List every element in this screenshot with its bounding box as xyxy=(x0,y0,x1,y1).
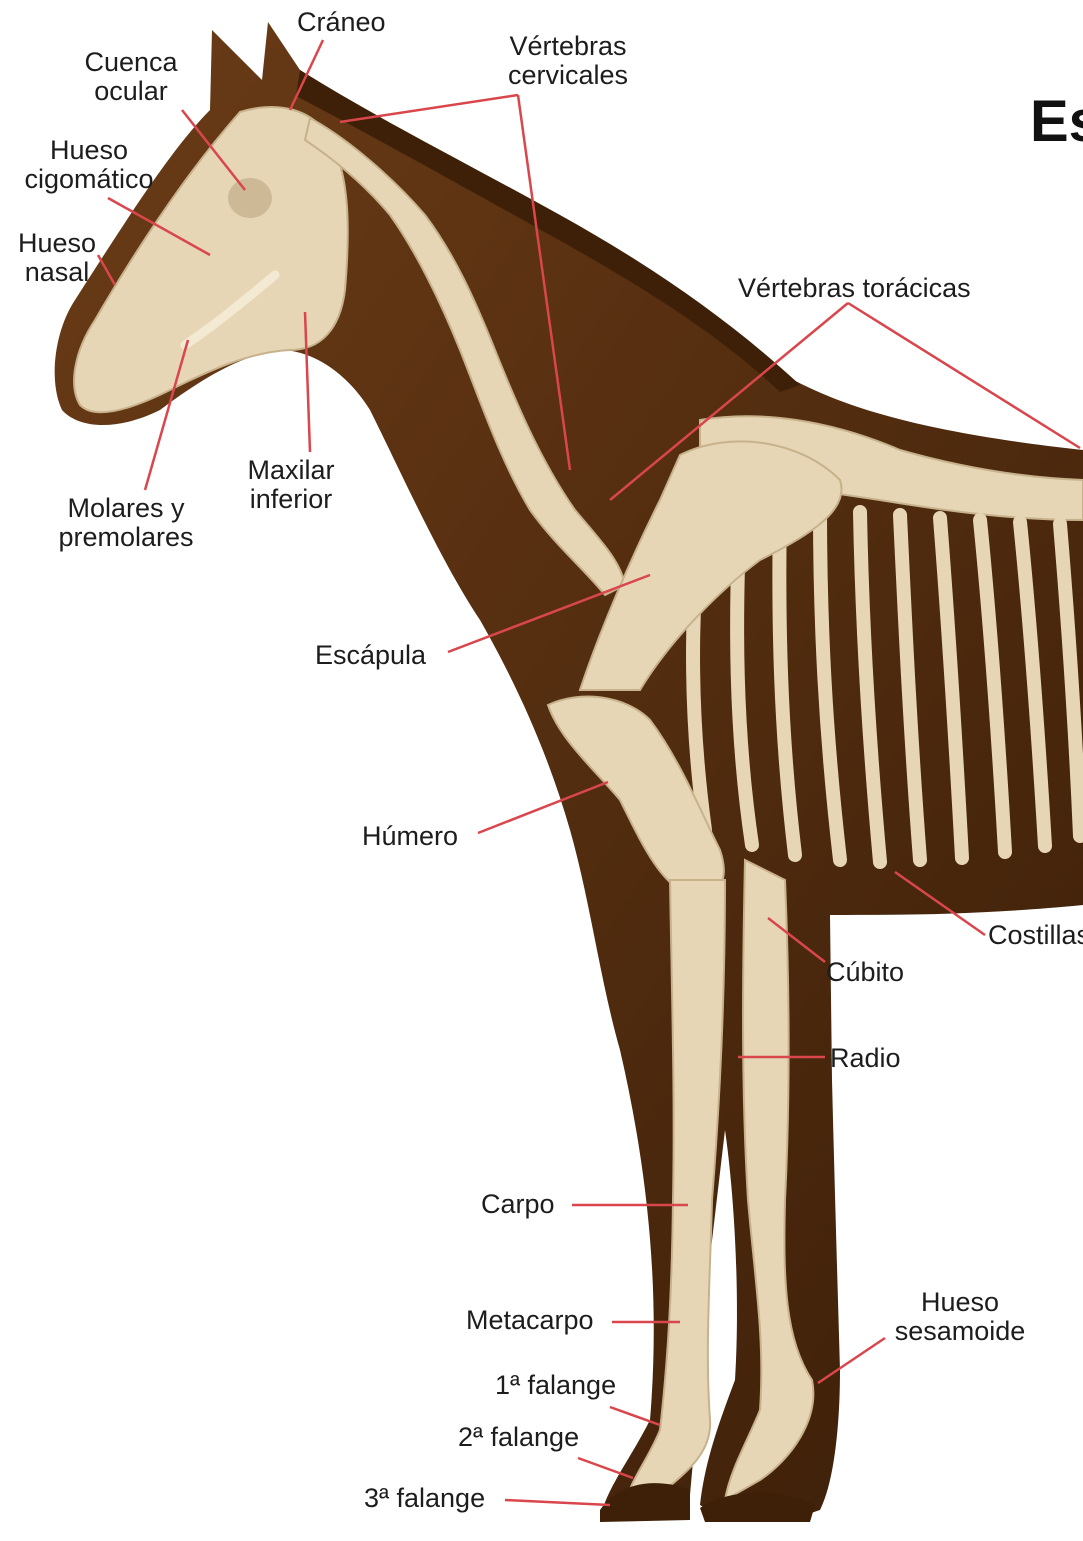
label-cuenca-ocular: Cuenca ocular xyxy=(76,48,186,106)
label-radio: Radio xyxy=(830,1044,901,1073)
label-escapula: Escápula xyxy=(315,641,426,670)
label-hueso-cigomatico: Hueso cigomático xyxy=(14,136,164,194)
label-molares-premolares: Molares y premolares xyxy=(48,494,204,552)
eye-socket-bone xyxy=(228,178,272,218)
label-vertebras-toracicas: Vértebras torácicas xyxy=(738,274,971,303)
label-humero: Húmero xyxy=(362,822,458,851)
label-metacarpo: Metacarpo xyxy=(466,1306,594,1335)
title-fragment: Es xyxy=(1030,88,1083,155)
label-carpo: Carpo xyxy=(481,1190,555,1219)
label-falange-2: 2ª falange xyxy=(458,1423,579,1452)
label-vertebras-cervicales: Vértebras cervicales xyxy=(492,32,644,90)
label-hueso-nasal: Hueso nasal xyxy=(10,229,104,287)
label-falange-3: 3ª falange xyxy=(364,1484,485,1513)
label-hueso-sesamoide: Hueso sesamoide xyxy=(884,1288,1036,1346)
label-falange-1: 1ª falange xyxy=(495,1371,616,1400)
label-craneo: Cráneo xyxy=(297,8,386,37)
label-costillas: Costillas xyxy=(988,921,1083,950)
label-cubito: Cúbito xyxy=(826,958,904,987)
label-maxilar-inferior: Maxilar inferior xyxy=(236,456,346,514)
